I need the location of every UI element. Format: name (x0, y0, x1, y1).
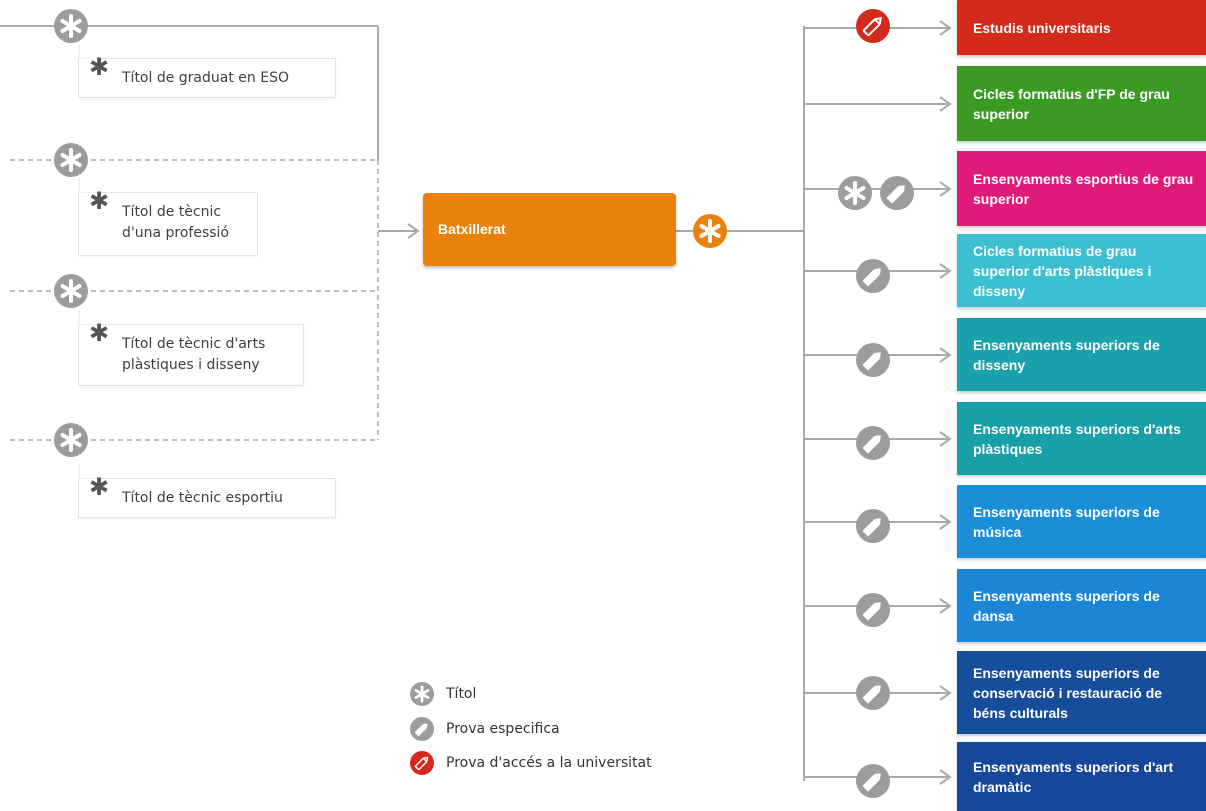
destination-art-dramatic: Ensenyaments superiors d'art dramàtic (957, 742, 1206, 811)
destination-esportius: Ensenyaments esportius de grau superior (957, 151, 1206, 226)
destination-label: Ensenyaments esportius de grau superior (973, 170, 1194, 207)
prova-especifica-icon (856, 343, 890, 377)
titol-prova-icons (838, 176, 914, 210)
destination-disseny: Ensenyaments superiors de disseny (957, 318, 1206, 391)
destination-musica: Ensenyaments superiors de música (957, 485, 1206, 558)
destination-label: Ensenyaments superiors de dansa (973, 587, 1160, 624)
title-label: Títol de graduat en ESO (122, 70, 289, 86)
legend-label: Títol (446, 686, 477, 702)
title-label: Títol de tècnic d'una professió (122, 204, 229, 241)
destination-cicles-fp: Cicles formatius d'FP de grau superior (957, 66, 1206, 141)
prova-especifica-icon (856, 259, 890, 293)
legend-label: Prova especifica (446, 721, 560, 737)
batxillerat-box: Batxillerat (423, 193, 676, 266)
star-icon: ✱ (89, 473, 110, 501)
titol-icon (693, 214, 727, 248)
legend-label: Prova d'accés a la universitat (446, 755, 652, 771)
legend-item-prova-acces: Prova d'accés a la universitat (410, 751, 652, 775)
destination-label: Cicles formatius de grau superior d'arts… (973, 242, 1152, 299)
prova-especifica-icon (856, 509, 890, 543)
destination-label: Ensenyaments superiors d'art dramàtic (973, 758, 1174, 795)
prova-acces-icon (410, 751, 434, 775)
destination-label: Cicles formatius d'FP de grau superior (973, 85, 1170, 122)
star-icon: ✱ (89, 187, 110, 215)
title-label: Títol de tècnic esportiu (122, 490, 283, 506)
prova-especifica-icon (856, 764, 890, 798)
legend-item-titol: Títol (410, 682, 476, 706)
destination-label: Ensenyaments superiors de disseny (973, 336, 1160, 373)
title-card-eso: ✱ Títol de graduat en ESO (78, 44, 336, 98)
titol-icon (54, 423, 88, 457)
prova-especifica-icon (410, 717, 434, 741)
legend-item-prova-especifica: Prova especifica (410, 717, 560, 741)
prova-especifica-icon (856, 676, 890, 710)
destination-label: Ensenyaments superiors d'arts plàstiques (973, 420, 1181, 457)
prova-especifica-icon (856, 593, 890, 627)
titol-icon (54, 143, 88, 177)
destination-dansa: Ensenyaments superiors de dansa (957, 569, 1206, 642)
destination-cicles-arts: Cicles formatius de grau superior d'arts… (957, 234, 1206, 307)
titol-icon (54, 9, 88, 43)
title-card-tecnic: ✱ Títol de tècnic d'una professió (78, 178, 258, 256)
title-card-esportiu: ✱ Títol de tècnic esportiu (78, 464, 336, 518)
destination-arts-plastiques: Ensenyaments superiors d'arts plàstiques (957, 402, 1206, 475)
titol-icon (54, 274, 88, 308)
prova-acces-icon (856, 9, 890, 43)
destination-label: Ensenyaments superiors de conservació i … (973, 664, 1163, 721)
destination-label: Estudis universitaris (973, 19, 1111, 36)
title-label: Títol de tècnic d'arts plàstiques i diss… (122, 336, 266, 373)
batxillerat-label: Batxillerat (438, 221, 506, 237)
prova-especifica-icon (856, 426, 890, 460)
titol-icon (410, 682, 434, 706)
title-card-arts: ✱ Títol de tècnic d'arts plàstiques i di… (78, 310, 304, 386)
star-icon: ✱ (89, 319, 110, 347)
star-icon: ✱ (89, 53, 110, 81)
destination-estudis-universitaris: Estudis universitaris (957, 0, 1206, 55)
destination-conservacio: Ensenyaments superiors de conservació i … (957, 651, 1206, 734)
destination-label: Ensenyaments superiors de música (973, 503, 1160, 540)
